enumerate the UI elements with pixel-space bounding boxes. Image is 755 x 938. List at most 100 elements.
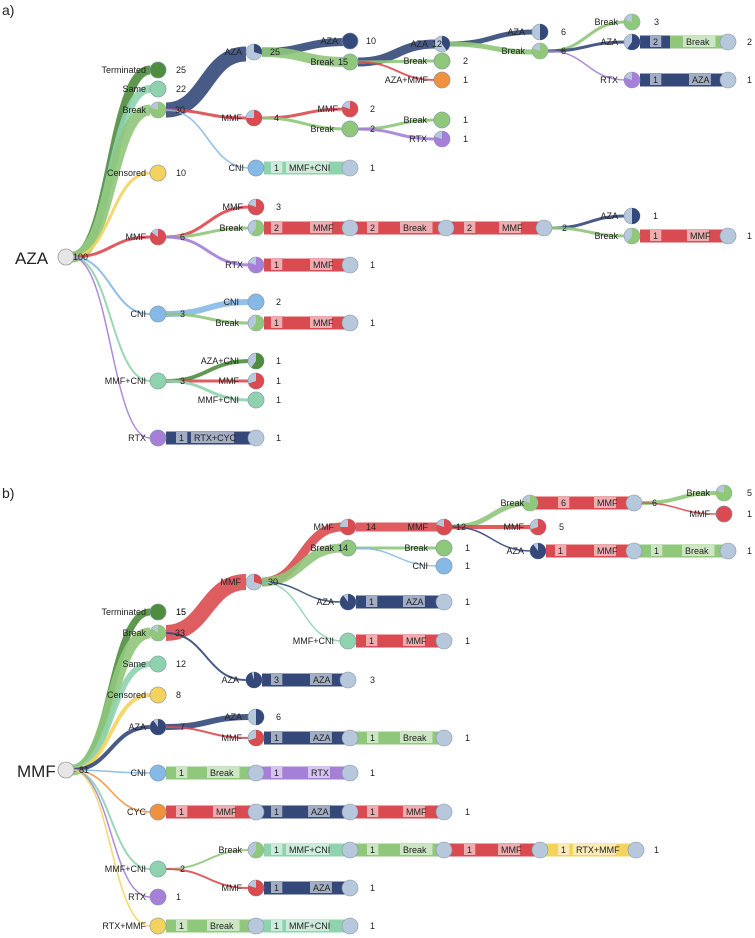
node-end — [341, 159, 359, 177]
node-count: 1 — [370, 768, 375, 778]
flow-link — [261, 522, 343, 587]
node-label: RTX — [409, 134, 427, 144]
node-count: 30 — [175, 105, 185, 115]
node-end — [435, 593, 453, 611]
inbar-label-bg — [573, 844, 617, 855]
inbar-label: RTX+MMF — [576, 845, 620, 855]
flow-link — [547, 50, 627, 81]
node-label: MMF — [222, 883, 243, 893]
flow-link — [165, 849, 251, 870]
node-break — [247, 219, 265, 237]
inbar-label-bg — [403, 806, 425, 817]
node-end — [719, 227, 737, 245]
inbar-label-bg — [689, 74, 711, 85]
seq-segment — [256, 805, 350, 819]
inbar-label-bg — [176, 806, 188, 817]
inbar-label-bg — [310, 674, 332, 685]
inbar-label: MMF — [216, 807, 237, 817]
node-rtx — [149, 429, 167, 447]
node-count: 14 — [366, 522, 376, 532]
flow-link — [261, 543, 343, 587]
node-aza — [339, 593, 357, 611]
node-end — [341, 314, 359, 332]
flow-link — [71, 769, 151, 870]
node-count: 10 — [176, 168, 186, 178]
node-break — [623, 227, 641, 245]
node-count: 3 — [276, 202, 281, 212]
node-label: MMF — [223, 202, 244, 212]
flow-link — [71, 769, 151, 813]
flow-link — [165, 574, 247, 641]
node-end — [719, 33, 737, 51]
flow-link — [71, 256, 151, 382]
node-same — [149, 655, 167, 673]
inbar-count: 1 — [179, 807, 184, 817]
node-label: CYC — [127, 807, 147, 817]
inbar-label-bg — [286, 162, 330, 173]
node-label: Break — [403, 56, 427, 66]
node-count: 1 — [465, 636, 470, 646]
node-cni — [435, 557, 453, 575]
inbar-label-bg — [682, 545, 715, 556]
node-cni — [247, 293, 265, 311]
node-count: 1 — [276, 376, 281, 386]
inbar-count: 1 — [179, 433, 184, 443]
panel-b-label: b) — [2, 485, 14, 501]
inbar-count: 2 — [370, 223, 375, 233]
node-count: 30 — [268, 577, 278, 587]
inbar-label-bg — [271, 806, 283, 817]
flow-link — [71, 171, 151, 259]
node-count: 25 — [270, 47, 280, 57]
node-end — [341, 879, 359, 897]
inbar-count: 1 — [179, 768, 184, 778]
node-label: Break — [310, 57, 334, 67]
node-mmf — [529, 518, 547, 536]
node-count: 1 — [276, 433, 281, 443]
node-count: 6 — [561, 46, 566, 56]
inbar-label: AZA — [692, 75, 710, 85]
flow-link — [165, 235, 251, 267]
node-count: 6 — [276, 712, 281, 722]
flow-link — [71, 769, 151, 774]
inbar-label-bg — [271, 920, 283, 931]
inbar-label: MMF — [597, 546, 618, 556]
node-end — [435, 841, 453, 859]
node-count: 1 — [370, 163, 375, 173]
inbar-count: 3 — [274, 675, 279, 685]
flow-link — [165, 726, 251, 739]
node-label: MMF — [222, 113, 243, 123]
node-label: Censored — [107, 168, 146, 178]
node-count: 8 — [176, 690, 181, 700]
node-count: 1 — [654, 845, 659, 855]
inbar-label: RTX+CYC — [194, 433, 237, 443]
inbar-count: 1 — [653, 75, 658, 85]
node-label: Break — [404, 543, 428, 553]
inbar-label: RTX — [311, 768, 329, 778]
flow-link — [547, 40, 627, 53]
node-count: 1 — [370, 318, 375, 328]
node-break — [341, 53, 359, 71]
node-count: 22 — [176, 84, 186, 94]
node-censored — [149, 686, 167, 704]
node-label: MMF — [219, 376, 240, 386]
inbar-label-bg — [400, 844, 433, 855]
node-count: 1 — [276, 395, 281, 405]
node-layer — [57, 13, 737, 935]
node-count: 1 — [747, 231, 752, 241]
node-count: 1 — [463, 134, 468, 144]
node-label: AZA — [128, 722, 146, 732]
node-mmf-cni — [149, 860, 167, 878]
node-label: CNI — [229, 163, 245, 173]
inbar-label-bg — [271, 317, 283, 328]
node-count: 2 — [276, 297, 281, 307]
flow-link — [71, 769, 151, 927]
node-end — [247, 429, 265, 447]
inbar-count: 1 — [274, 768, 279, 778]
inbar-label-bg — [271, 732, 283, 743]
inbar-label-bg — [367, 806, 379, 817]
node-end — [435, 632, 453, 650]
inbar-label-bg — [176, 920, 188, 931]
inbar-label: Break — [403, 223, 427, 233]
node-break — [149, 624, 167, 642]
